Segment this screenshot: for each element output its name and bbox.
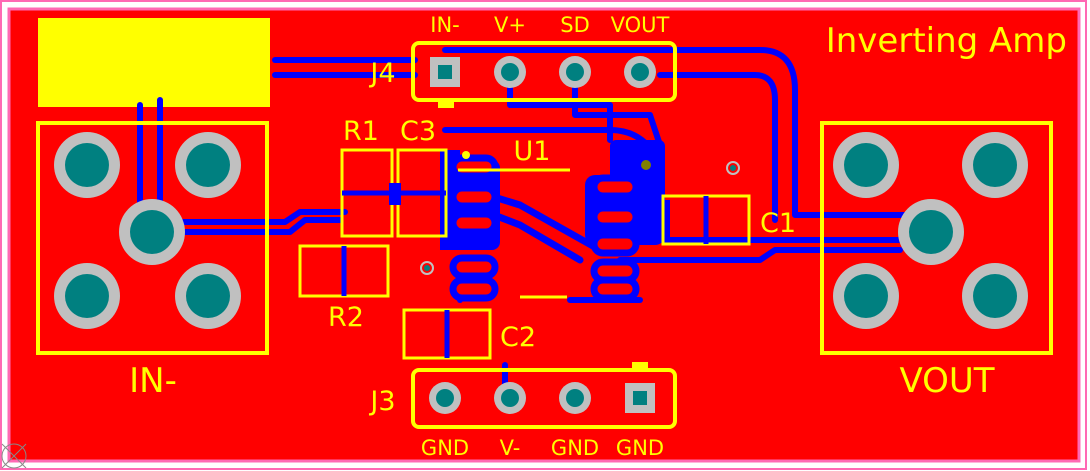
vias: [420, 155, 740, 275]
header-j3-pin4-label: GND: [616, 436, 664, 460]
c3-label: C3: [400, 116, 436, 147]
c2-footprint: C2: [402, 308, 536, 360]
connector-out: VOUT: [820, 121, 1053, 401]
header-j4-outline: [411, 41, 677, 102]
header-j3-pin3-label: GND: [551, 436, 599, 460]
header-j3-pin1-label: GND: [421, 436, 469, 460]
header-j4-pin2-label: V+: [494, 13, 526, 37]
r2-label: R2: [328, 302, 364, 333]
origin-marker: [1, 443, 27, 469]
r1-footprint: R1: [340, 116, 394, 238]
connector-out-label: VOUT: [899, 361, 994, 401]
header-j4-pins: [430, 56, 656, 88]
c1-label: C1: [760, 208, 796, 239]
header-j4: J4 IN- V+ SD VOUT: [368, 13, 677, 108]
connector-in-label: IN-: [129, 361, 177, 401]
c2-label: C2: [500, 322, 536, 353]
connector-in-outline: [36, 121, 269, 355]
connector-in: IN-: [36, 121, 269, 401]
u1-pin1-dot: [462, 151, 470, 159]
silkscreen-block: [38, 18, 270, 107]
connector-out-outline: [820, 121, 1053, 355]
header-j3-pin2-label: V-: [500, 436, 521, 460]
c1-footprint: C1: [661, 194, 796, 246]
header-j4-pin4-label: VOUT: [611, 13, 670, 37]
board-title: Inverting Amp: [826, 21, 1067, 61]
u1-pads: [449, 154, 640, 302]
u1-footprint: U1: [458, 136, 570, 299]
header-j4-pin1-mark: [438, 102, 454, 108]
header-j3-pins: [429, 382, 655, 414]
header-j3-ref: J3: [368, 386, 395, 417]
header-j4-ref: J4: [368, 58, 395, 89]
r1-c3-bridge: [389, 183, 401, 205]
header-j3: J3 GND V- GND GND: [368, 362, 677, 460]
header-j4-pin1-label: IN-: [430, 13, 459, 37]
header-j3-pin1-mark: [632, 362, 648, 368]
r1-label: R1: [343, 116, 379, 147]
r2-footprint: R2: [298, 244, 390, 333]
header-j4-pin3-label: SD: [560, 13, 590, 37]
header-j3-outline: [411, 368, 677, 429]
u1-label: U1: [514, 136, 551, 167]
